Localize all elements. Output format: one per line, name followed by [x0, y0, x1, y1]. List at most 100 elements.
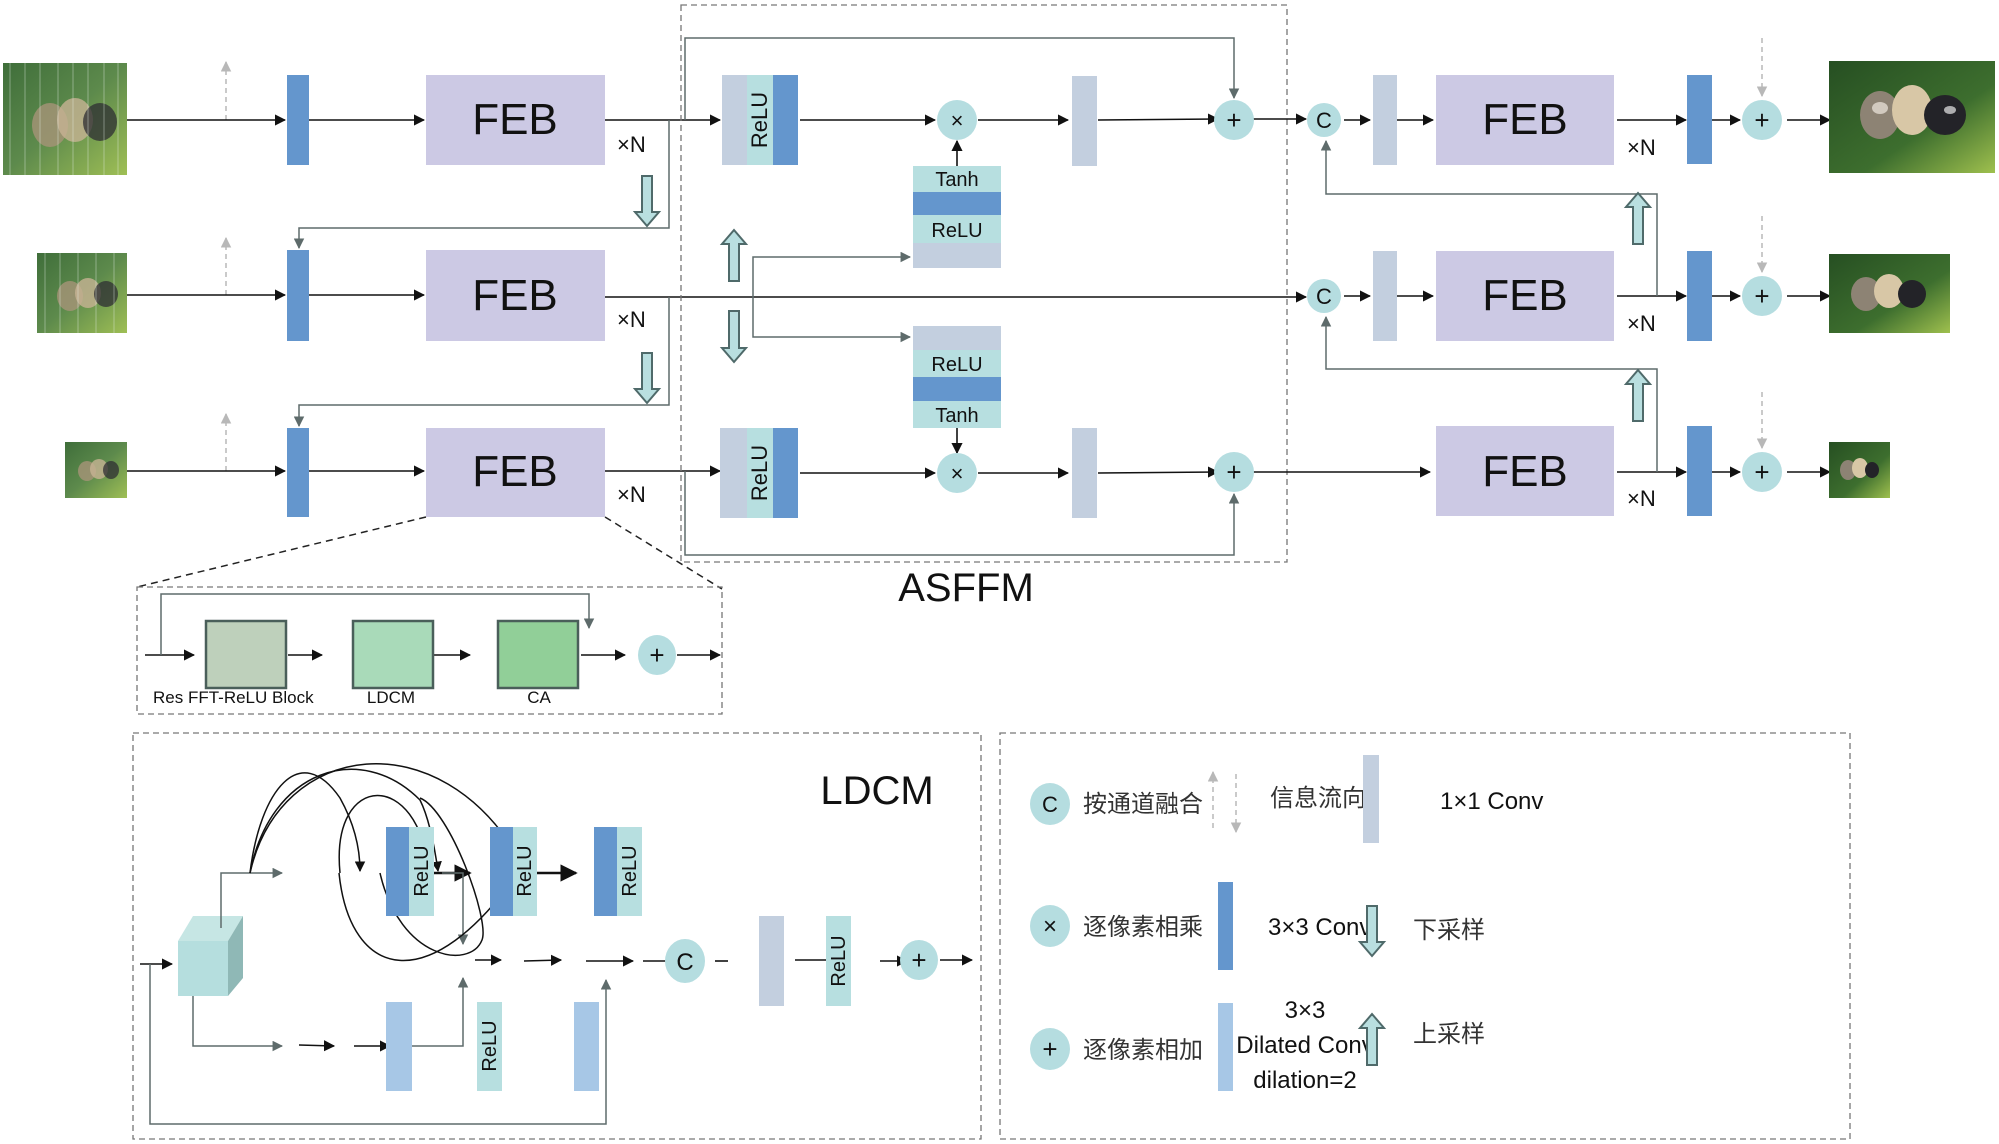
legend-label: 上采样 — [1413, 1020, 1485, 1048]
output-image-full — [1829, 61, 1995, 173]
decoder-conv1x1 — [1373, 75, 1397, 341]
feb-res-fft-block[interactable] — [204, 619, 288, 690]
res-fft-relu-block-label: Res FFT-ReLU Block — [153, 688, 314, 707]
legend-label: 3×3 Conv — [1268, 914, 1371, 941]
asffm-arrows — [800, 113, 1432, 479]
legend-label: 下采样 — [1413, 916, 1485, 944]
upsample-arrow-icon — [1623, 191, 1653, 422]
concat-symbol: C — [1042, 792, 1058, 817]
legend-label: 逐像素相乘 — [1083, 913, 1203, 941]
feb-label: FEB — [472, 95, 558, 144]
ldcm-add: + — [900, 940, 938, 980]
legend-concat: C 按通道融合 — [1030, 783, 1203, 825]
legend-conv1x1: 1×1 Conv — [1363, 755, 1543, 843]
feb-label: FEB — [472, 447, 558, 496]
asffm-conv-relu-row1: ReLU — [722, 75, 798, 165]
ldcm-lower-relu: ReLU — [477, 1002, 502, 1091]
feb-add-circle: + — [638, 635, 676, 675]
concat-symbol: C — [676, 949, 693, 976]
relu-label: ReLU — [747, 92, 772, 148]
encoder-outputs — [605, 114, 1308, 477]
legend-label: Dilated Conv — [1236, 1032, 1373, 1059]
input-image-half — [37, 253, 127, 333]
ldcm-dilated-relu-1: ReLU — [386, 827, 434, 916]
ldcm-concat: C — [665, 939, 705, 983]
feb-label: FEB — [1482, 271, 1568, 320]
legend-label: 按通道融合 — [1083, 790, 1203, 818]
downsample-arrow-icon — [632, 175, 662, 405]
decoder-arrows — [1344, 114, 1832, 478]
repeat-label: ×N — [1627, 135, 1656, 160]
legend-downsample: 下采样 — [1357, 905, 1485, 958]
decoder-add-circles: + + + — [1742, 100, 1782, 492]
ldcm-title: LDCM — [820, 769, 933, 813]
ldcm-dilated-relu-2: ReLU — [490, 827, 537, 916]
feb-label: FEB — [1482, 95, 1568, 144]
decoder-concat-row2: C — [1307, 279, 1341, 313]
relu-label: ReLU — [479, 1020, 501, 1071]
asffm-add-top: + — [1214, 100, 1254, 140]
asffm-mul-bottom: × — [937, 453, 977, 493]
ldcm-dilated-relu-3: ReLU — [594, 827, 642, 916]
mul-symbol: × — [1043, 913, 1057, 940]
tanh-label: Tanh — [935, 405, 978, 427]
relu-label: ReLU — [931, 354, 982, 376]
add-symbol: + — [1754, 105, 1769, 135]
repeat-label: ×N — [1627, 486, 1656, 511]
decoder-feb-row1[interactable]: FEB — [1436, 75, 1614, 165]
feb-ldcm-block[interactable] — [351, 619, 435, 690]
input-image-full — [3, 63, 127, 175]
asffm-add-bottom: + — [1214, 452, 1254, 492]
legend-label: dilation=2 — [1253, 1067, 1356, 1094]
legend-dilated: 3×3 Dilated Conv dilation=2 — [1218, 997, 1374, 1094]
legend-label: 信息流向 — [1270, 784, 1366, 812]
asffm-mid-routing — [752, 251, 912, 343]
add-symbol: + — [1226, 105, 1241, 135]
feb-ca-block[interactable] — [496, 619, 580, 690]
ldcm-routing — [149, 867, 612, 1125]
repeat-label: ×N — [617, 307, 646, 332]
relu-label: ReLU — [514, 845, 536, 896]
repeat-label: ×N — [617, 482, 646, 507]
asffm-attention-bottom: ReLU Tanh — [913, 326, 1001, 428]
ldcm-lower-dilated-2 — [574, 1002, 599, 1091]
feb-label: FEB — [472, 271, 558, 320]
upsample-routing — [1320, 139, 1658, 472]
feb-zoom-lines — [136, 516, 723, 590]
ldcm-final-relu: ReLU — [826, 916, 851, 1006]
add-symbol: + — [1226, 457, 1241, 487]
feb-detail-boundary — [136, 586, 723, 715]
encoder-feb-row2[interactable]: FEB — [426, 250, 605, 341]
repeat-label: ×N — [1627, 311, 1656, 336]
decoder-feb-row3[interactable]: FEB — [1436, 426, 1614, 516]
decoder-feb-row2[interactable]: FEB — [1436, 251, 1614, 341]
input-image-quarter — [65, 442, 127, 498]
relu-label: ReLU — [747, 445, 772, 501]
ldcm-lower-dilated-1 — [386, 1002, 412, 1091]
asffm-attention-top: Tanh ReLU — [913, 166, 1001, 268]
relu-label: ReLU — [931, 220, 982, 242]
output-image-half — [1829, 254, 1950, 333]
add-symbol: + — [911, 945, 926, 975]
mul-symbol: × — [951, 108, 964, 133]
legend-add: + 逐像素相加 — [1030, 1028, 1203, 1070]
asffm-conv-relu-row3: ReLU — [720, 428, 798, 518]
asffm-sample-arrows — [719, 228, 749, 364]
asffm-title: ASFFM — [898, 566, 1034, 610]
ca-label: CA — [527, 688, 551, 707]
decoder-conv3x3 — [1687, 75, 1712, 516]
feb-residual-line — [160, 593, 595, 655]
legend-label: 3×3 — [1285, 997, 1326, 1024]
encoder-feb-row3[interactable]: FEB — [426, 428, 605, 517]
tanh-label: Tanh — [935, 169, 978, 191]
output-image-quarter — [1829, 442, 1890, 498]
ldcm-label: LDCM — [367, 688, 415, 707]
relu-label: ReLU — [619, 845, 641, 896]
concat-symbol: C — [1316, 108, 1332, 133]
asffm-mul-top: × — [937, 100, 977, 140]
asffm-conv1x1 — [1072, 76, 1097, 518]
decoder-concat-row1: C — [1307, 103, 1341, 137]
encoder-feb-row1[interactable]: FEB — [426, 75, 605, 165]
add-symbol: + — [649, 640, 664, 670]
